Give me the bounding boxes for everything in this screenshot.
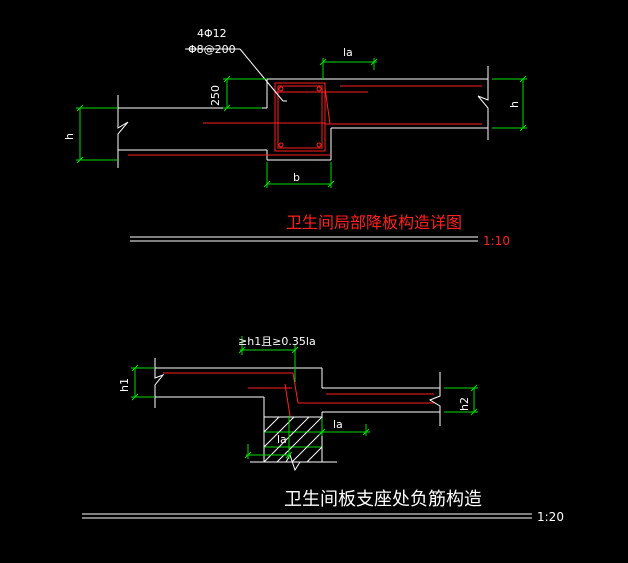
- detail2-dim-top-text: ≥h1且≥0.35la: [238, 335, 316, 348]
- detail2-dim-h2-text: h2: [458, 397, 471, 411]
- detail1-leader: [185, 48, 287, 102]
- detail2-dim-h1-text: h1: [118, 378, 131, 392]
- detail1-rebar-top-label: 4Φ12: [197, 27, 227, 40]
- detail1-title: 卫生间局部降板构造详图: [286, 213, 462, 232]
- detail1-dim-h-left: [76, 104, 118, 164]
- detail1-dim-b-text: b: [293, 171, 300, 184]
- detail2-dim-la-right-text: la: [333, 418, 343, 431]
- detail2-rebar: [163, 372, 434, 417]
- detail1-dim-la: [319, 58, 378, 80]
- detail1-dim-h-right-text: h: [508, 101, 521, 108]
- detail2-dim-h2: [444, 384, 478, 416]
- detail1-dim-h-left-text: h: [63, 133, 76, 140]
- detail2-title: 卫生间板支座处负筋构造: [284, 489, 482, 510]
- detail1-stirrup-label: Φ8@200: [188, 43, 236, 56]
- detail1-dim-h-right: [492, 75, 527, 132]
- detail2-scale: 1:20: [537, 510, 564, 524]
- detail1-rebar: [128, 82, 482, 156]
- detail1-slab-outline: [117, 66, 489, 168]
- detail2-dim-top: [238, 336, 299, 382]
- detail1-dim-b: [263, 162, 335, 188]
- detail1-dim-la-text: la: [343, 46, 353, 59]
- detail1-scale: 1:10: [483, 234, 510, 248]
- detail2-dim-la-left: [244, 416, 293, 459]
- detail1-dim-250-text: 250: [209, 85, 222, 106]
- detail2-slab-outline: [154, 358, 441, 472]
- detail2-dim-h1: [131, 364, 155, 401]
- detail2-dim-la-left-text: la: [277, 433, 287, 446]
- detail2-dim-la-right: [318, 418, 370, 436]
- detail1-dim-250: [223, 75, 267, 112]
